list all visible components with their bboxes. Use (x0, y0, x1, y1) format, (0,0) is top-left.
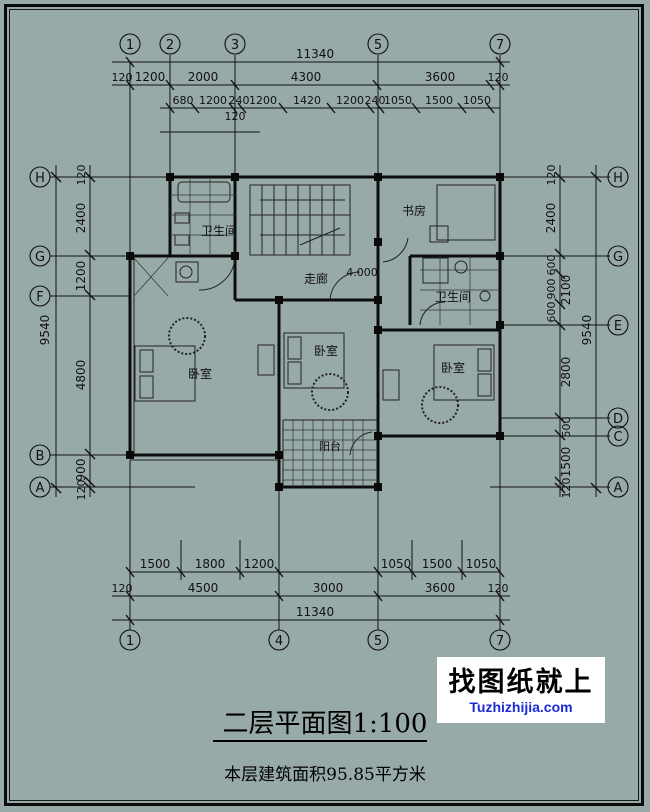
dim-bot-r2-0: 120 (112, 582, 133, 595)
axis-top-7: 7 (496, 38, 504, 53)
dim-right-5: 2100 (559, 275, 573, 306)
axis-right-a: A (614, 481, 623, 496)
axis-top-2: 2 (166, 38, 174, 53)
dim-top-r3-8: 1500 (425, 94, 453, 107)
axis-right-c: C (613, 430, 622, 445)
axis-left-h: H (35, 171, 45, 186)
room-bathroom-left: 卫生间 (201, 224, 237, 238)
dim-top-r3-3: 1200 (249, 94, 277, 107)
dim-bot-r2-1: 4500 (188, 581, 219, 595)
dim-top-r3-4: 1420 (293, 94, 321, 107)
dim-top-r3b: 120 (225, 110, 246, 123)
axis-right-d: D (613, 412, 623, 427)
axis-left-b: B (36, 449, 45, 464)
room-balcony: 阳台 (319, 439, 341, 453)
drawing-frame-outer (4, 4, 644, 806)
dim-left-total: 9540 (38, 315, 52, 346)
dim-left-4: 900 (74, 459, 88, 482)
axis-top-5: 5 (374, 38, 382, 53)
dim-top-r2-2: 2000 (188, 70, 219, 84)
level-marker: 4.000 (346, 266, 378, 279)
dim-bot-total: 11340 (296, 605, 334, 619)
dim-left-2: 1200 (74, 261, 88, 292)
axis-bottom-4: 4 (275, 634, 283, 649)
watermark-text: 找图纸就上 (448, 667, 594, 698)
dim-top-r2-4: 3600 (425, 70, 456, 84)
axis-left-a: A (36, 481, 45, 496)
axis-top-1: 1 (126, 38, 134, 53)
room-bedroom-right: 卧室 (441, 360, 465, 375)
dim-top-r2-3: 4300 (291, 70, 322, 84)
dim-right-total: 9540 (580, 315, 594, 346)
room-bedroom-center: 卧室 (314, 343, 338, 358)
dim-right-1: 2400 (544, 203, 558, 234)
room-bathroom-right: 卫生间 (435, 290, 471, 304)
dim-top-r3-1: 1200 (199, 94, 227, 107)
dim-right-3: 900 (545, 279, 558, 300)
dim-top-r2-5: 120 (488, 71, 509, 84)
axis-right-h: H (613, 171, 623, 186)
dim-bot-r1-0: 1500 (140, 557, 171, 571)
room-study: 书房 (402, 203, 426, 218)
drawing-frame-inner (9, 9, 639, 801)
drawing-title: 二层平面图1:100 (222, 709, 428, 739)
dim-right-0: 120 (545, 165, 558, 186)
dim-left-3: 4800 (74, 360, 88, 391)
room-corridor: 走廊 (304, 271, 328, 286)
axis-left-g: G (35, 250, 45, 265)
dim-bot-r1-2: 1200 (244, 557, 275, 571)
dim-bot-r2-3: 3600 (425, 581, 456, 595)
axis-bottom-1: 1 (126, 634, 134, 649)
dim-bot-r1-1: 1800 (195, 557, 226, 571)
dim-top-r3-7: 1050 (384, 94, 412, 107)
dim-right-8: 1500 (559, 447, 573, 478)
room-bedroom-left: 卧室 (188, 366, 212, 381)
dim-top-total: 11340 (296, 47, 334, 61)
dim-bot-r1-3: 1050 (381, 557, 412, 571)
watermark-box: 找图纸就上 Tuzhizhijia.com (437, 657, 605, 723)
dim-top-r3-2: 240 (229, 94, 250, 107)
watermark-url: Tuzhizhijia.com (469, 699, 573, 715)
axis-top-3: 3 (231, 38, 239, 53)
dim-left-0: 120 (75, 165, 88, 186)
dim-top-r2-0: 120 (112, 71, 133, 84)
dim-right-6: 2800 (559, 357, 573, 388)
axis-left-f: F (36, 290, 43, 305)
dim-bot-r2-4: 120 (488, 582, 509, 595)
axis-bottom-7: 7 (496, 634, 504, 649)
dim-top-r3-0: 680 (173, 94, 194, 107)
dim-top-r2-1: 1200 (135, 70, 166, 84)
dim-right-2: 600 (545, 255, 558, 276)
axis-bottom-5: 5 (374, 634, 382, 649)
dim-bot-r2-2: 3000 (313, 581, 344, 595)
area-note: 本层建筑面积95.85平方米 (224, 765, 426, 785)
axis-right-g: G (613, 250, 623, 265)
dim-right-7: 500 (560, 417, 573, 438)
dim-right-9: 120 (560, 478, 573, 499)
dim-top-r3-9: 1050 (463, 94, 491, 107)
dim-top-r3-5: 1200 (336, 94, 364, 107)
dim-bot-r1-4: 1500 (422, 557, 453, 571)
dim-left-5: 120 (75, 480, 88, 501)
dim-top-r3-6: 240 (365, 94, 386, 107)
axis-right-e: E (614, 319, 622, 334)
dim-bot-r1-5: 1050 (466, 557, 497, 571)
dim-right-4: 600 (545, 302, 558, 323)
dim-left-1: 2400 (74, 203, 88, 234)
title-underline (213, 740, 427, 742)
